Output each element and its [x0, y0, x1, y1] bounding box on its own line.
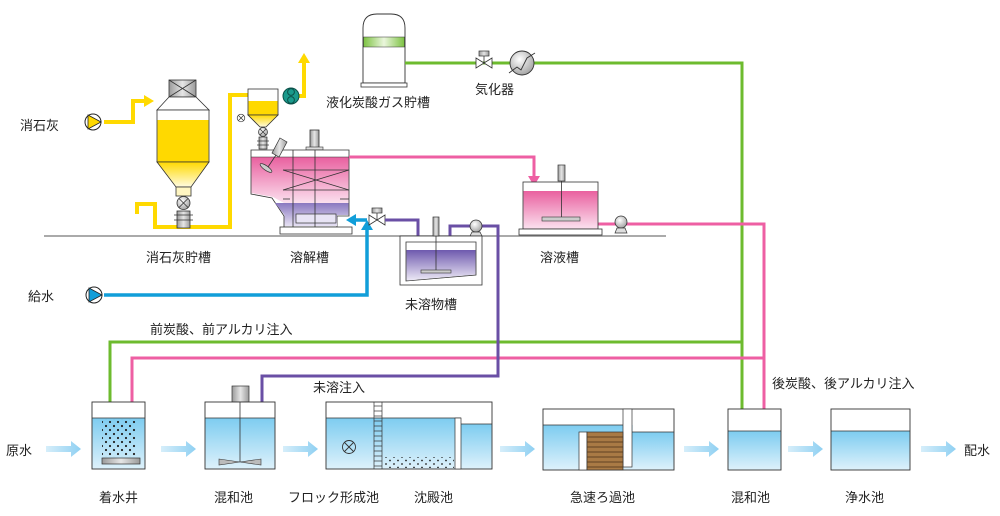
- raw-water-label: 原水: [6, 444, 32, 459]
- lime-storage-silo: [156, 79, 210, 229]
- liquid-co2-tank-label: 液化炭酸ガス貯槽: [326, 96, 430, 111]
- lime-hopper: [247, 88, 279, 150]
- distribution-label: 配水: [964, 444, 990, 459]
- flow-arrow: [921, 441, 956, 457]
- liquid-co2-tank: [360, 13, 408, 88]
- small-valve-icon: [236, 113, 246, 123]
- flow-arrows: [46, 441, 956, 457]
- clear-water-basin-label: 浄水池: [845, 491, 884, 506]
- co2-valve-icon: [475, 50, 493, 69]
- mixing-basin-2-label: 混和池: [731, 491, 770, 506]
- post-injection-label: 後炭酸、後アルカリ注入: [772, 377, 914, 392]
- alkali-arrow-head-solution: [528, 176, 540, 186]
- floc-sedimentation-basin: [325, 401, 493, 470]
- exhaust-fan-icon: [282, 87, 300, 105]
- flow-arrow: [684, 441, 719, 457]
- sedimentation-basin-label: 沈殿池: [414, 491, 453, 506]
- lime-storage-tank-label: 消石灰貯槽: [146, 251, 211, 266]
- water-supply-pump-icon: [85, 286, 103, 304]
- water-supply-arrow-up: [361, 220, 373, 230]
- alkali-line: [130, 155, 766, 420]
- undissolved-tank: [399, 216, 483, 286]
- receiving-well-label: 着水井: [99, 490, 138, 506]
- flow-arrow: [46, 441, 81, 457]
- floc-basin-label: フロック形成池: [288, 491, 379, 506]
- rapid-filter: [542, 408, 675, 471]
- flow-arrow: [500, 441, 535, 457]
- rapid-filter-label: 急速ろ過池: [570, 491, 635, 506]
- solution-tank: [518, 164, 603, 236]
- undissolved-line: [260, 218, 500, 408]
- mixing-basin-1: [204, 385, 276, 470]
- lime-arrow-head: [144, 95, 154, 107]
- slaked-lime-label: 消石灰: [20, 119, 59, 134]
- receiving-well: [91, 401, 146, 470]
- exhaust-arrow-head: [298, 53, 310, 63]
- dissolving-tank-label: 溶解槽: [290, 251, 329, 266]
- pre-injection-label: 前炭酸、前アルカリ注入: [150, 322, 292, 338]
- undissolved-tank-label: 未溶物槽: [405, 298, 457, 313]
- flow-arrow: [161, 441, 196, 457]
- baffle-ladder: [373, 402, 383, 469]
- undissolved-injection-label: 未溶注入: [313, 381, 365, 396]
- drain-valve-icon: [368, 207, 386, 226]
- clear-water-basin: [830, 408, 911, 471]
- water-supply-arrow-left: [346, 214, 356, 226]
- solution-pump-icon: [614, 215, 628, 234]
- flow-arrow: [788, 441, 823, 457]
- mixing-basin-1-label: 混和池: [214, 491, 253, 506]
- floc-mixer-icon: [342, 440, 356, 454]
- vaporizer-icon: [508, 50, 536, 76]
- vaporizer-label: 気化器: [475, 82, 514, 98]
- undissolved-pump-icon: [469, 219, 483, 237]
- water-supply-label: 給水: [28, 290, 54, 305]
- solution-tank-label: 溶液槽: [540, 251, 579, 266]
- flow-arrow: [283, 441, 318, 457]
- slaked-lime-pump-icon: [84, 113, 102, 131]
- water-supply-line: [104, 218, 369, 297]
- mixing-basin-2: [727, 408, 782, 471]
- dissolving-tank: [250, 129, 353, 235]
